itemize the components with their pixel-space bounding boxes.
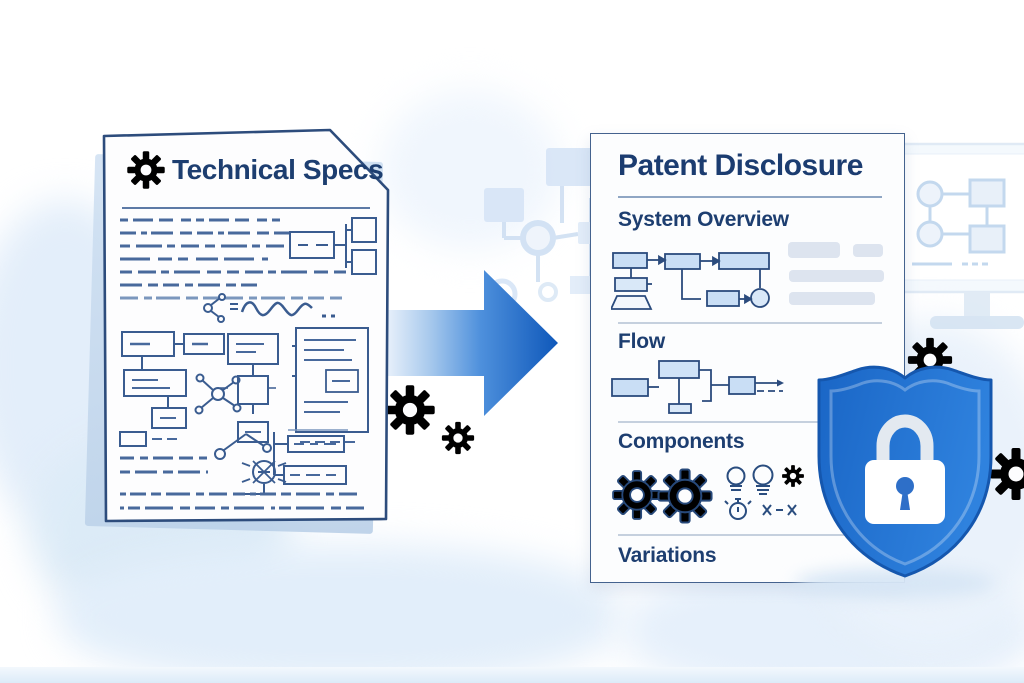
section-divider [618,322,882,324]
paper-outline [102,128,390,523]
gear-icon [782,465,804,487]
placeholder-bar [789,292,875,305]
section-heading-flow: Flow [618,330,666,353]
section-heading-system-overview: System Overview [618,208,789,231]
compare-x-icon [762,504,797,516]
flow-flowchart-icon [611,360,784,414]
section-heading-variations: Variations [618,544,717,567]
technical-specs-document [102,128,390,523]
gear-icon [127,151,165,189]
background-blob [60,545,620,683]
monitor-flowchart-icon [892,142,1024,329]
gear-icon [657,468,713,524]
placeholder-bar [853,244,883,257]
arrow-right-icon [386,270,558,416]
system-overview-flowchart-icon [611,252,770,310]
sketch-content [119,207,377,510]
bottom-strip [0,667,1024,683]
section-divider [618,421,882,423]
section-heading-components: Components [618,430,745,453]
gear-icon [612,470,662,520]
right-document-title: Patent Disclosure [618,149,863,182]
components-icons [612,464,804,524]
placeholder-bar [789,270,884,282]
left-document-title: Technical Specs [172,154,384,185]
placeholder-bar [788,242,840,258]
bulb-icon [752,464,774,495]
lock-shackle [876,414,934,471]
shield-lock-icon [817,365,993,578]
title-rule [618,196,882,198]
stopwatch-icon [724,498,752,520]
section-divider [618,534,882,536]
keyhole [896,477,914,495]
bulb-icon [726,466,746,491]
